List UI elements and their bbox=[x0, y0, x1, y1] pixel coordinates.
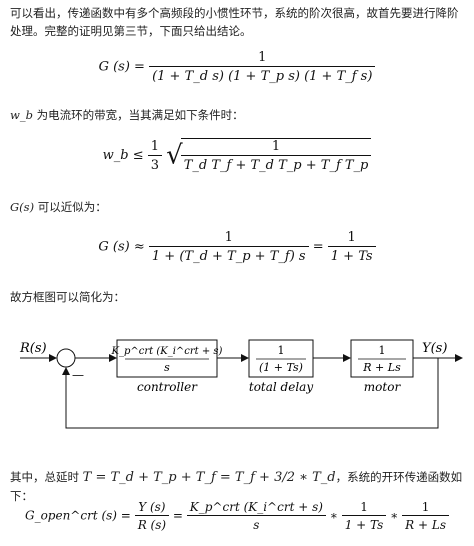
final-prefix: 其中，总延时 bbox=[10, 470, 79, 484]
eq2-numerator: 1 bbox=[150, 138, 160, 154]
eq2-root-denominator: T_d T_f + T_d T_p + T_f T_p bbox=[180, 155, 372, 173]
eq4-fraction-4: 1 R + Ls bbox=[402, 500, 450, 532]
diagram-paragraph: 故方框图可以简化为： bbox=[10, 290, 125, 304]
motor-label: motor bbox=[364, 380, 402, 394]
condition-paragraph: w_b 为电流环的带宽，当其满足如下条件时： bbox=[10, 106, 466, 124]
input-label: R(s) bbox=[19, 341, 47, 356]
final-suffix: ，系统的开环传递函数如下： bbox=[10, 470, 463, 503]
motor-numerator: 1 bbox=[379, 344, 386, 357]
approx-paragraph: G(s) 可以近似为： bbox=[10, 198, 466, 216]
eq4-denominator-3: 1 + Ts bbox=[341, 515, 387, 532]
sqrt-symbol: √ bbox=[166, 140, 183, 171]
eq4-fraction-1: Y (s) R (s) bbox=[134, 500, 170, 532]
final-formula: T = T_d + T_p + T_f = T_f + 3/2 ∗ T_d bbox=[82, 470, 336, 485]
eq4-numerator-1: Y (s) bbox=[138, 500, 166, 514]
approx-symbol: G(s) bbox=[10, 200, 35, 214]
controller-numerator: K_p^crt (K_i^crt + s) bbox=[111, 346, 223, 357]
controller-denominator: s bbox=[164, 361, 170, 374]
block-diagram: R(s) — K_p^crt (K_i^crt + s) s controlle… bbox=[19, 339, 463, 429]
eq4-numerator-4: 1 bbox=[421, 500, 430, 514]
delay-label: total delay bbox=[249, 380, 313, 394]
controller-label: controller bbox=[137, 380, 198, 394]
eq4-lhs: G_open^crt (s) = bbox=[24, 508, 131, 523]
condition-text: 为电流环的带宽，当其满足如下条件时： bbox=[36, 108, 244, 122]
eq4-numerator-3: 1 bbox=[360, 500, 368, 514]
eq1-denominator: (1 + T_d s) (1 + T_p s) (1 + T_f s) bbox=[149, 66, 376, 84]
summing-junction bbox=[56, 348, 76, 368]
eq4-denominator-1: R (s) bbox=[134, 515, 170, 532]
equation-bandwidth-condition: w_b ≤ 1 3 √ 1 T_d T_f + T_d T_p + T_f T_… bbox=[0, 138, 474, 173]
motor-denominator: R + Ls bbox=[362, 361, 401, 374]
bandwidth-symbol: w_b bbox=[10, 108, 33, 122]
intro-paragraph: 可以看出，传递函数中有多个高频段的小惯性环节，系统的阶次很高，故首先要进行降阶处… bbox=[10, 6, 459, 38]
eq1-lhs: G (s) = bbox=[98, 59, 145, 75]
eq3-numerator-2: 1 bbox=[347, 230, 356, 245]
output-label: Y(s) bbox=[422, 341, 447, 356]
eq3-fraction-2: 1 1 + Ts bbox=[327, 230, 376, 264]
eq4-denominator-4: R + Ls bbox=[402, 515, 450, 532]
eq3-denominator-2: 1 + Ts bbox=[327, 246, 376, 264]
eq4-denominator-2: s bbox=[186, 515, 326, 532]
eq2-root-fraction: 1 T_d T_f + T_d T_p + T_f T_p bbox=[180, 138, 372, 173]
minus-sign: — bbox=[72, 368, 84, 382]
eq4-numerator-2: K_p^crt (K_i^crt + s) bbox=[189, 500, 323, 514]
eq2-root-numerator: 1 bbox=[271, 139, 281, 154]
eq4-fraction-3: 1 1 + Ts bbox=[341, 500, 387, 532]
delay-numerator: 1 bbox=[278, 344, 285, 357]
eq4-fraction-2: K_p^crt (K_i^crt + s) s bbox=[186, 500, 326, 532]
equation-transfer-function: G (s) = 1 (1 + T_d s) (1 + T_p s) (1 + T… bbox=[0, 50, 474, 84]
approx-text: 可以近似为： bbox=[37, 200, 107, 214]
feedback-path bbox=[62, 358, 439, 429]
eq3-fraction-1: 1 1 + (T_d + T_p + T_f) s bbox=[148, 230, 309, 264]
delay-denominator: (1 + Ts) bbox=[259, 361, 303, 374]
equation-approximation: G (s) ≈ 1 1 + (T_d + T_p + T_f) s = 1 1 … bbox=[0, 230, 474, 264]
eq1-fraction: 1 (1 + T_d s) (1 + T_p s) (1 + T_f s) bbox=[149, 50, 376, 84]
eq3-equals: = bbox=[312, 239, 324, 255]
final-paragraph: 其中，总延时 T = T_d + T_p + T_f = T_f + 3/2 ∗… bbox=[10, 468, 466, 505]
eq3-lhs: G (s) ≈ bbox=[98, 239, 145, 255]
eq2-fraction: 1 3 bbox=[147, 138, 163, 173]
eq2-lhs: w_b ≤ bbox=[102, 148, 144, 163]
equation-open-loop: G_open^crt (s) = Y (s) R (s) = K_p^crt (… bbox=[0, 500, 474, 532]
eq3-numerator-1: 1 bbox=[224, 230, 233, 245]
eq2-denominator: 3 bbox=[147, 154, 163, 173]
eq3-denominator-1: 1 + (T_d + T_p + T_f) s bbox=[148, 246, 309, 264]
eq1-numerator: 1 bbox=[258, 50, 267, 65]
